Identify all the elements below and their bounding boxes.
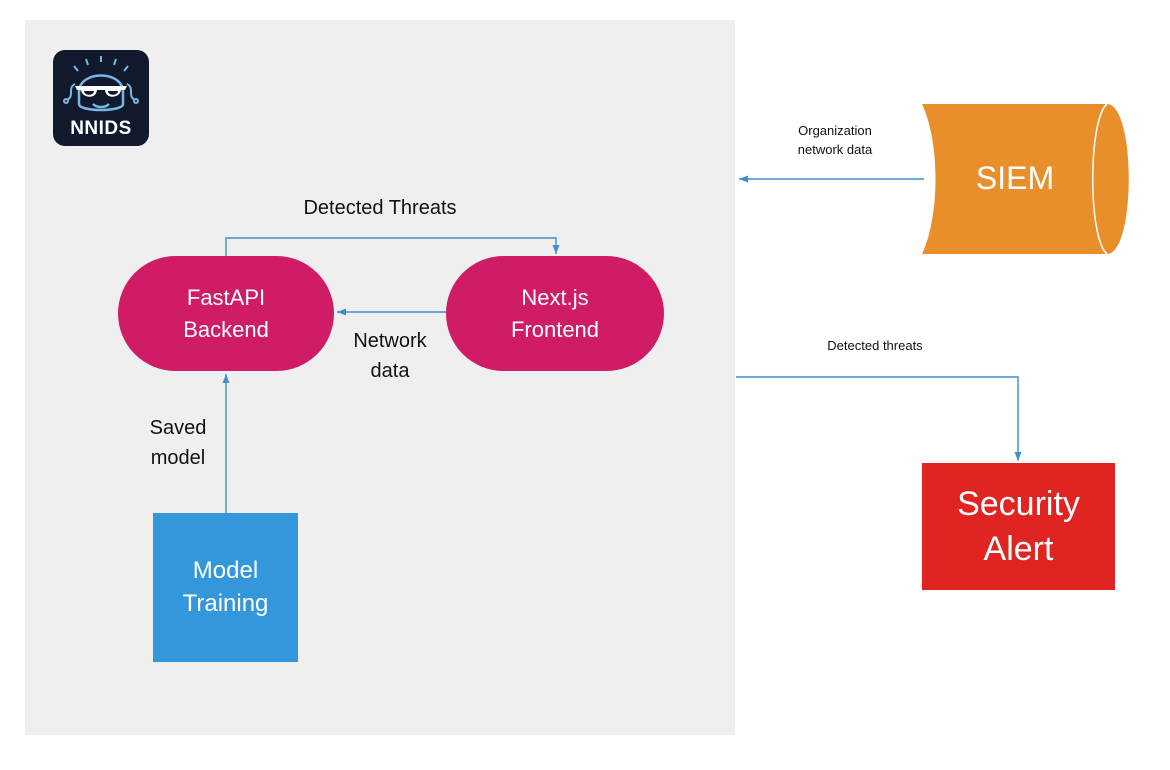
model-training-node: Model Training xyxy=(153,513,298,662)
label-detected-threats-external: Detected threats xyxy=(827,338,923,353)
nnids-logo: NNIDS xyxy=(53,50,149,146)
siem-cylinder xyxy=(922,103,1129,255)
security-alert-node: Security Alert xyxy=(922,463,1115,590)
arrow-fastapi-to-nextjs xyxy=(225,237,560,256)
label-organization-network-data: Organization network data xyxy=(797,123,873,157)
label-network-data: Network data xyxy=(353,330,427,382)
logo-text: NNIDS xyxy=(70,118,132,139)
label-detected-threats-internal: Detected Threats xyxy=(303,197,457,219)
arrow-panel-to-alert xyxy=(736,376,1022,461)
nnids-logo-icon xyxy=(53,50,149,146)
fastapi-backend-node: FastAPI Backend xyxy=(118,256,334,371)
nextjs-frontend-node: Next.js Frontend xyxy=(446,256,664,371)
label-saved-model: Saved model xyxy=(149,417,207,469)
siem-label: SIEM xyxy=(975,159,1055,196)
